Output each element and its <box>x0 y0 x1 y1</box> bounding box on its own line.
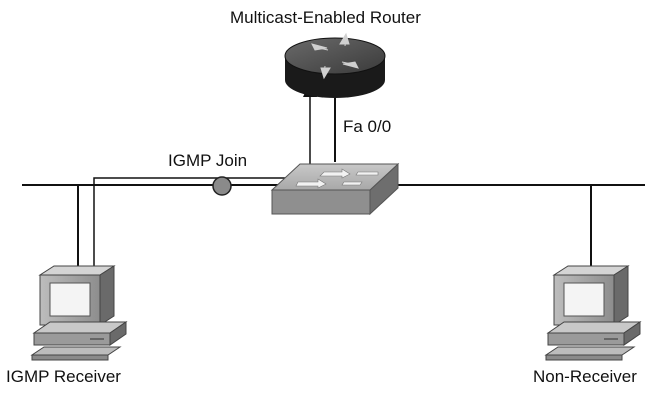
switch-icon <box>270 162 400 216</box>
nonreceiver-label: Non-Receiver <box>533 367 637 386</box>
port-label: Fa 0/0 <box>343 117 392 136</box>
igmp-join-path <box>93 96 311 272</box>
receiver-label: IGMP Receiver <box>6 367 121 386</box>
igmp-join-label: IGMP Join <box>168 151 248 170</box>
router-label: Multicast-Enabled Router <box>230 8 421 27</box>
router-icon <box>284 32 386 98</box>
nonreceiver-pc-icon <box>544 265 642 361</box>
receiver-pc-icon <box>30 265 128 361</box>
igmp-join-packet <box>212 176 232 196</box>
